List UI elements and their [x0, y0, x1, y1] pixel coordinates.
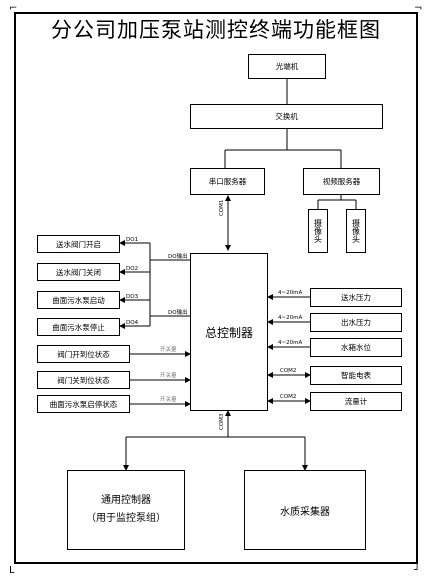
input-supply-pressure: 送水压力 [310, 288, 402, 307]
water-quality-box: 水质采集器 [244, 470, 366, 550]
input-valve-close-state: 阀门关到位状态 [37, 371, 130, 389]
general-controller-box: 通用控制器 （用于监控泵组） [67, 470, 185, 550]
do3-label: DO3 [126, 294, 139, 300]
corner-mark-br: ┘ [414, 565, 421, 576]
camera-2-box: 摄像头 [346, 209, 366, 253]
output-pump-stop: 曲面污水泵停止 [37, 318, 120, 336]
output-valve-close: 送水阀门关闭 [37, 263, 120, 281]
analog-signal-2: 4~20mA [278, 315, 303, 321]
input-smart-meter: 智能电表 [310, 366, 402, 385]
do4-label: DO4 [126, 320, 139, 326]
com1-label: COM1 [219, 199, 225, 216]
camera-1-box: 摄像头 [308, 209, 328, 253]
video-server-box: 视频服务器 [303, 168, 380, 195]
input-tank-level: 水箱水位 [310, 338, 402, 357]
serial-server-box: 串口服务器 [190, 168, 265, 195]
analog-signal-1: 4~20mA [278, 290, 303, 296]
corner-mark-tl: ⌐ [9, 3, 18, 14]
input-flow-meter: 流量计 [310, 392, 402, 411]
general-controller-sublabel: （用于监控泵组） [86, 513, 166, 524]
do-bus-label: DO输出 [168, 254, 188, 260]
switch-box: 交换机 [190, 104, 383, 129]
input-outlet-pressure: 出水压力 [310, 313, 402, 332]
switch-signal-3: 开关量 [160, 397, 177, 403]
com2-signal-2: COM2 [280, 394, 297, 400]
analog-signal-3: 4~20mA [278, 340, 303, 346]
do1-label: DO1 [126, 237, 139, 243]
corner-mark-bl: L [9, 565, 15, 576]
com2-signal-1: COM2 [280, 368, 297, 374]
optical-terminal-box: 光端机 [248, 54, 326, 79]
corner-mark-tr: ¬ [414, 3, 423, 14]
output-valve-open: 送水阀门开启 [37, 235, 120, 253]
switch-signal-1: 开关量 [160, 347, 177, 353]
output-pump-start: 曲面污水泵启动 [37, 291, 120, 309]
com3-label: COM3 [219, 413, 225, 430]
general-controller-label: 通用控制器 [101, 495, 151, 506]
input-pump-state: 曲面污水泵启停状态 [37, 395, 130, 413]
input-valve-open-state: 阀门开到位状态 [37, 345, 130, 363]
do2-label: DO2 [126, 266, 139, 272]
switch-signal-2: 开关量 [160, 373, 177, 379]
di-bus-label: DO输出 [168, 310, 188, 316]
diagram-title: 分公司加压泵站测控终端功能框图 [51, 18, 381, 42]
diagram-frame [14, 12, 418, 564]
main-controller-box: 总控制器 [190, 253, 268, 411]
